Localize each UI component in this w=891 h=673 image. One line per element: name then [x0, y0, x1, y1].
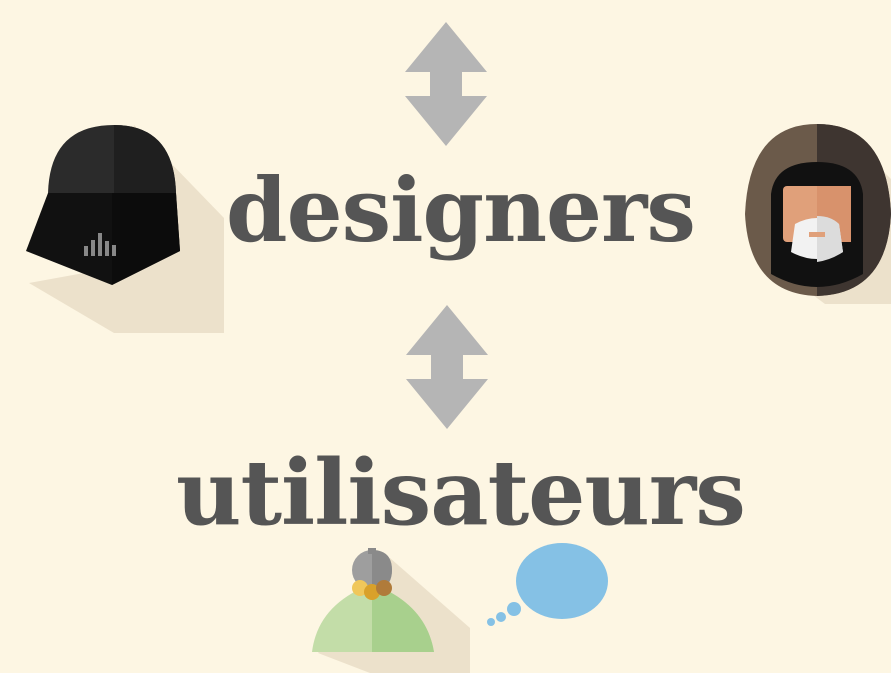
double-arrow-bottom-icon [406, 305, 488, 429]
double-arrow-top-icon [405, 22, 487, 146]
thought-bubble-icon [484, 543, 614, 631]
dark-helmet-icon [24, 123, 224, 333]
hooded-old-man-icon [745, 124, 891, 304]
utilisateurs-label: utilisateurs [0, 448, 891, 538]
cloaked-figure-icon [310, 548, 470, 673]
